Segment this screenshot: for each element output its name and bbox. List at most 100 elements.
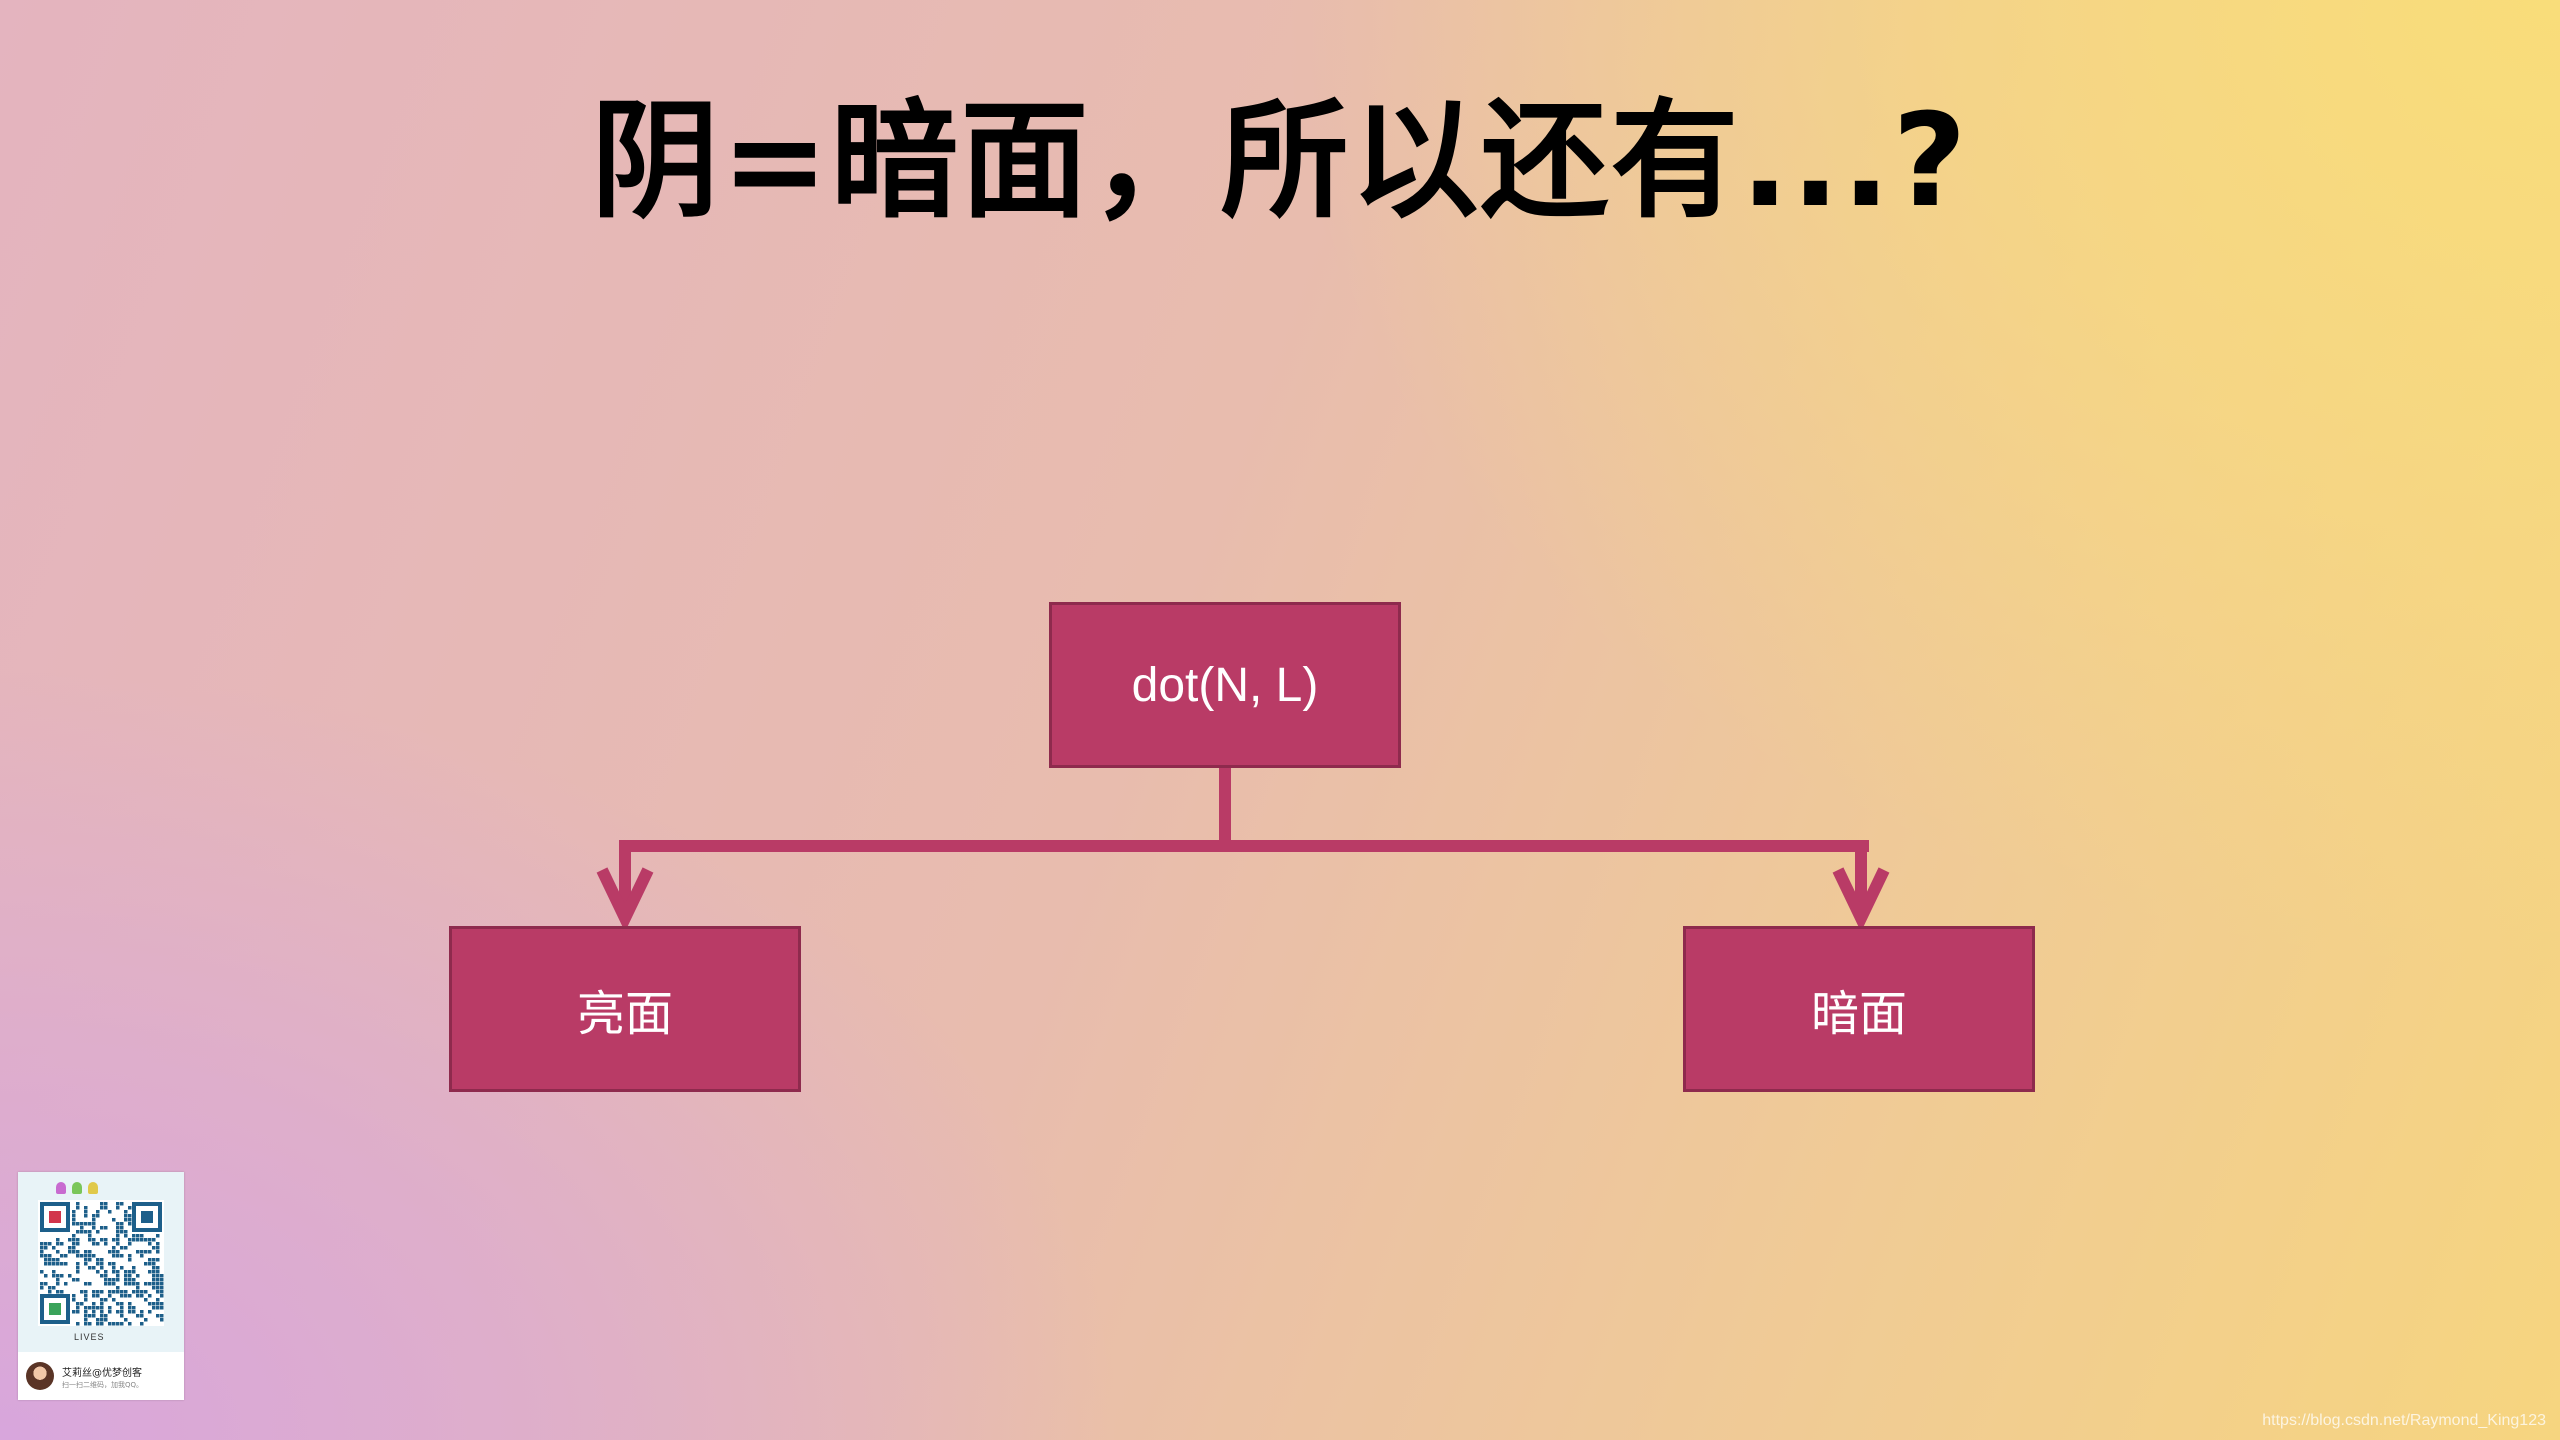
qr-module [120, 1226, 124, 1230]
qr-module [60, 1254, 64, 1258]
qr-module [120, 1302, 124, 1306]
qr-module [76, 1322, 80, 1326]
qr-module [84, 1322, 88, 1326]
qr-module [72, 1246, 76, 1250]
qr-module [140, 1254, 144, 1258]
qr-module [88, 1250, 92, 1254]
qr-module [92, 1218, 96, 1222]
qr-module [108, 1306, 112, 1310]
qr-module [64, 1282, 68, 1286]
qr-module [48, 1262, 52, 1266]
qr-module [112, 1250, 116, 1254]
qr-module [152, 1274, 156, 1278]
qr-module [136, 1282, 140, 1286]
qr-module [120, 1222, 124, 1226]
qr-module [68, 1238, 72, 1242]
qr-module [92, 1254, 96, 1258]
qr-module [152, 1270, 156, 1274]
qr-module [156, 1246, 160, 1250]
qr-module [76, 1270, 80, 1274]
qr-module [104, 1274, 108, 1278]
qr-module [108, 1310, 112, 1314]
qr-module [96, 1242, 100, 1246]
qr-module [116, 1250, 120, 1254]
node-lit-side: 亮面 [449, 926, 801, 1092]
qr-module [88, 1238, 92, 1242]
qr-module [40, 1246, 44, 1250]
qr-module [160, 1286, 164, 1290]
qr-module [140, 1238, 144, 1242]
qr-module [72, 1294, 76, 1298]
qr-module [44, 1282, 48, 1286]
qr-module [72, 1242, 76, 1246]
qr-module [96, 1210, 100, 1214]
qr-module [148, 1270, 152, 1274]
qr-module [120, 1230, 124, 1234]
qr-module [112, 1298, 116, 1302]
qr-module [124, 1282, 128, 1286]
qr-module [148, 1262, 152, 1266]
qr-module [56, 1274, 60, 1278]
qr-module [76, 1262, 80, 1266]
qr-module [116, 1254, 120, 1258]
qr-module [156, 1282, 160, 1286]
qr-module [64, 1254, 68, 1258]
qr-module [100, 1206, 104, 1210]
qr-module [108, 1250, 112, 1254]
qr-module [140, 1250, 144, 1254]
qr-module [140, 1310, 144, 1314]
qr-module [84, 1290, 88, 1294]
qr-module [148, 1238, 152, 1242]
qr-module [144, 1250, 148, 1254]
qr-module [132, 1234, 136, 1238]
qr-module [116, 1322, 120, 1326]
qr-module [56, 1250, 60, 1254]
qr-module [96, 1230, 100, 1234]
qr-module [92, 1314, 96, 1318]
qr-module [84, 1306, 88, 1310]
qr-module [60, 1242, 64, 1246]
qr-module [136, 1238, 140, 1242]
qr-module [128, 1294, 132, 1298]
qr-module [100, 1258, 104, 1262]
qr-module [128, 1270, 132, 1274]
qr-module [44, 1246, 48, 1250]
qr-module [124, 1214, 128, 1218]
watermark: https://blog.csdn.net/Raymond_King123 [2262, 1412, 2546, 1429]
qr-module [156, 1314, 160, 1318]
qr-module [124, 1274, 128, 1278]
qr-module [128, 1274, 132, 1278]
qr-module [156, 1286, 160, 1290]
qr-module [92, 1302, 96, 1306]
qr-module [128, 1282, 132, 1286]
qr-module [76, 1238, 80, 1242]
qr-module [112, 1290, 116, 1294]
qr-module [96, 1322, 100, 1326]
qr-module [84, 1210, 88, 1214]
qr-module [84, 1282, 88, 1286]
qr-module [100, 1266, 104, 1270]
qr-module [84, 1222, 88, 1226]
qr-module [88, 1230, 92, 1234]
qr-module [84, 1206, 88, 1210]
qr-module [84, 1310, 88, 1314]
qr-module [96, 1262, 100, 1266]
qr-module [100, 1238, 104, 1242]
qr-module [84, 1298, 88, 1302]
qr-module [44, 1242, 48, 1246]
qr-module [124, 1246, 128, 1250]
qr-module [44, 1258, 48, 1262]
qr-module [112, 1278, 116, 1282]
qr-module [132, 1310, 136, 1314]
qr-module [144, 1282, 148, 1286]
qr-module [160, 1278, 164, 1282]
qr-module [96, 1214, 100, 1218]
qr-module [104, 1270, 108, 1274]
qr-module [40, 1254, 44, 1258]
qr-module [76, 1306, 80, 1310]
qr-module [132, 1266, 136, 1270]
qr-module [152, 1286, 156, 1290]
qr-module [108, 1262, 112, 1266]
qr-module [132, 1278, 136, 1282]
qr-module [144, 1318, 148, 1322]
